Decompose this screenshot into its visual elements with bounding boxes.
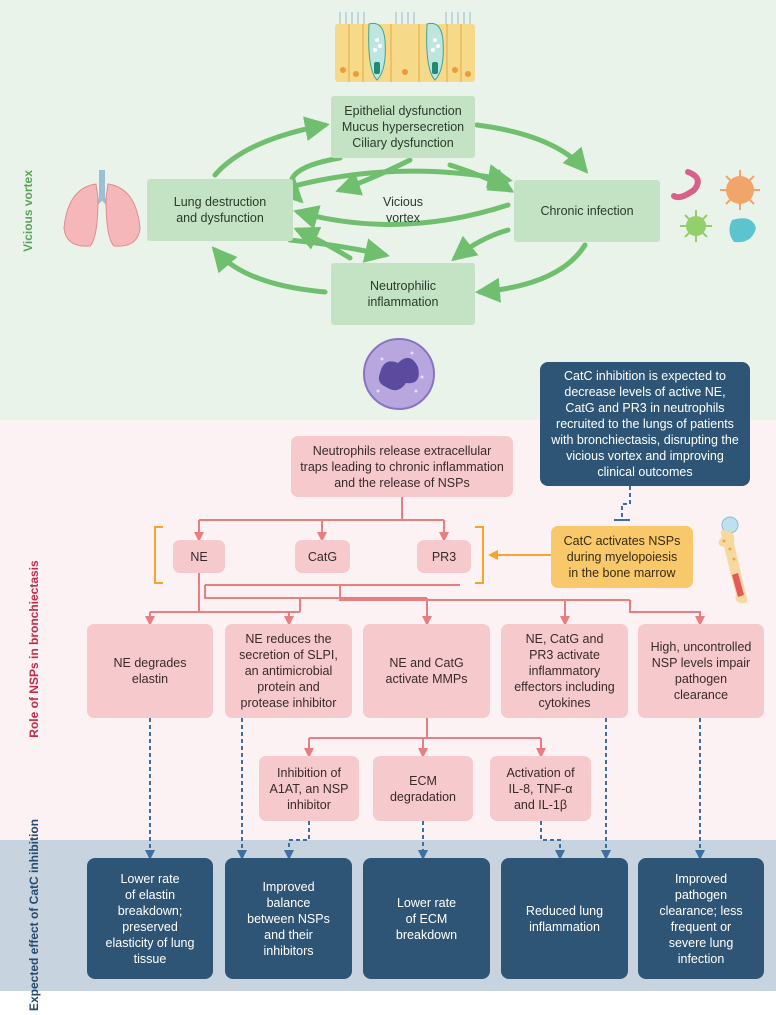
ne-reduces-slpi-box: NE reduces the secretion of SLPI, an ant… <box>225 624 352 718</box>
bone-icon <box>718 516 748 604</box>
pathogens-icon <box>671 169 760 243</box>
ne-box: NE <box>173 540 225 573</box>
ecm-degradation-box: ECM degradation <box>373 756 473 821</box>
chronic-infection-box: Chronic infection <box>514 180 660 242</box>
catc-activates-box: CatC activates NSPs during myelopoiesis … <box>551 526 693 588</box>
catg-box: CatG <box>295 540 350 573</box>
neutrophil-icon <box>363 338 435 410</box>
outcome-inflammation-box: Reduced lung inflammation <box>501 858 628 979</box>
epithelial-dysfunction-box: Epithelial dysfunction Mucus hypersecret… <box>331 96 475 158</box>
outcome-balance-box: Improved balance between NSPs and their … <box>225 858 352 979</box>
epithelium-icon <box>335 12 475 82</box>
pr3-box: PR3 <box>417 540 471 573</box>
activate-mmps-box: NE and CatG activate MMPs <box>363 624 490 718</box>
ne-degrades-elastin-box: NE degrades elastin <box>87 624 213 718</box>
a1at-inhibition-box: Inhibition of A1AT, an NSP inhibitor <box>259 756 359 821</box>
lungs-icon <box>63 170 141 247</box>
vicious-vortex-center-label: Vicious vortex <box>382 195 424 225</box>
outcome-ecm-box: Lower rate of ECM breakdown <box>363 858 490 979</box>
neutrophil-release-box: Neutrophils release extracellular traps … <box>291 436 513 497</box>
inflammatory-effectors-box: NE, CatG and PR3 activate inflammatory e… <box>501 624 628 718</box>
outcome-pathogen-box: Improved pathogen clearance; less freque… <box>638 858 764 979</box>
outcome-elastin-box: Lower rate of elastin breakdown; preserv… <box>87 858 213 979</box>
catc-inhibition-box: CatC inhibition is expected to decrease … <box>540 362 750 486</box>
lung-destruction-box: Lung destruction and dysfunction <box>147 179 293 241</box>
neutrophilic-inflammation-box: Neutrophilic inflammation <box>331 263 475 325</box>
impair-pathogen-clearance-box: High, uncontrolled NSP levels impair pat… <box>638 624 764 718</box>
connector-lines <box>145 116 705 860</box>
cytokine-activation-box: Activation of IL-8, TNF-α and IL-1β <box>490 756 591 821</box>
